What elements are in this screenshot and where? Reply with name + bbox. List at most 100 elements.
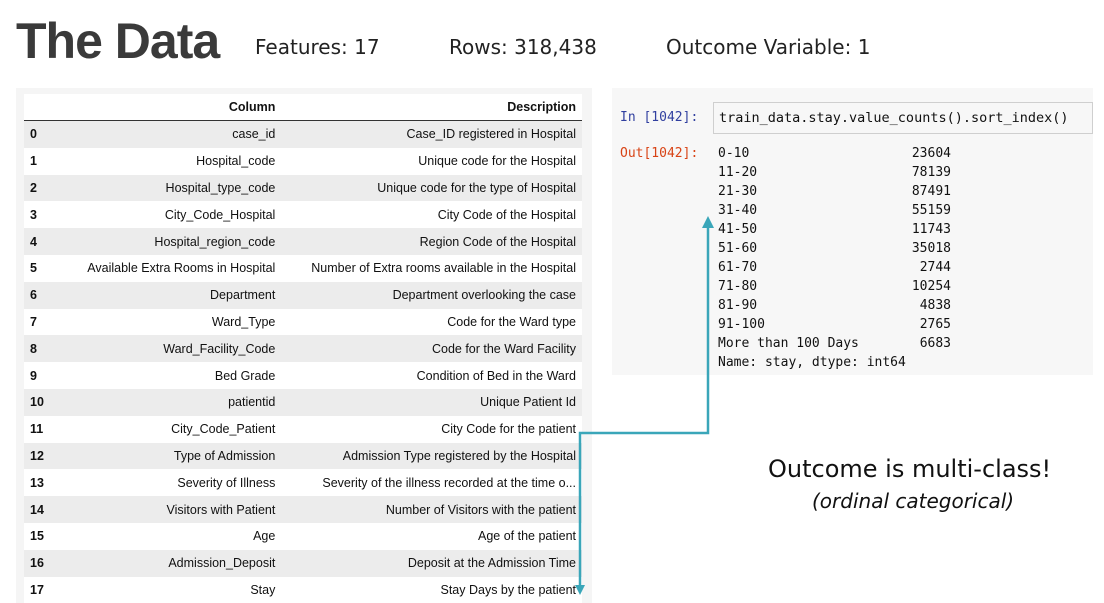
column-name-cell: case_id: [64, 120, 282, 148]
stay-count: 87491: [911, 184, 951, 199]
description-cell: Stay Days by the patient: [281, 576, 582, 603]
description-cell: Unique code for the type of Hospital: [281, 174, 582, 202]
stay-category: 41-50: [718, 222, 758, 237]
stay-count: 23604: [911, 146, 951, 161]
stay-count: 55159: [911, 203, 951, 218]
features-count: Features: 17: [255, 35, 380, 59]
output-line: 21-30 87491: [718, 182, 951, 201]
description-cell: Region Code of the Hospital: [281, 228, 582, 255]
column-name-cell: City_Code_Patient: [64, 415, 282, 443]
description-cell: Deposit at the Admission Time: [281, 549, 582, 577]
index-header: [24, 94, 64, 121]
column-name-cell: Bed Grade: [64, 362, 282, 389]
column-name-cell: Stay: [64, 576, 282, 603]
column-name-cell: Department: [64, 281, 282, 309]
stay-category: 61-70: [718, 260, 758, 275]
output-line: 61-70 2744: [718, 258, 951, 277]
stay-count: 2744: [919, 260, 951, 275]
input-prompt: In [1042]:: [620, 110, 699, 125]
column-name-cell: Admission_Deposit: [64, 549, 282, 577]
column-name-cell: Available Extra Rooms in Hospital: [64, 254, 282, 282]
description-cell: Code for the Ward type: [281, 308, 582, 336]
column-name-cell: Ward_Facility_Code: [64, 335, 282, 363]
stay-count: 78139: [911, 165, 951, 180]
column-name-cell: Age: [64, 522, 282, 550]
row-index: 4: [24, 228, 64, 255]
stay-category: 51-60: [718, 241, 758, 256]
description-cell: City Code of the Hospital: [281, 201, 582, 229]
description-cell: Department overlooking the case: [281, 281, 582, 309]
row-index: 2: [24, 174, 64, 202]
code-input[interactable]: train_data.stay.value_counts().sort_inde…: [713, 102, 1093, 134]
column-name-cell: Severity of Illness: [64, 469, 282, 497]
outcome-subnote: (ordinal categorical): [812, 489, 1015, 513]
stay-count: 2765: [919, 317, 951, 332]
row-index: 1: [24, 147, 64, 175]
description-cell: Unique code for the Hospital: [281, 147, 582, 175]
row-index: 10: [24, 388, 64, 416]
output-prompt: Out[1042]:: [620, 146, 699, 161]
column-name-cell: Hospital_region_code: [64, 228, 282, 255]
stay-category: 71-80: [718, 279, 758, 294]
table-header-row: Column Description: [24, 94, 582, 121]
stay-category: 0-10: [718, 146, 750, 161]
stay-category: More than 100 Days: [718, 336, 859, 351]
row-index: 3: [24, 201, 64, 229]
stay-count: 4838: [919, 298, 951, 313]
output-line: 0-10 23604: [718, 144, 951, 163]
row-index: 6: [24, 281, 64, 309]
description-cell: City Code for the patient: [281, 415, 582, 443]
output-footer: Name: stay, dtype: int64: [718, 355, 906, 370]
description-cell: Case_ID registered in Hospital: [281, 120, 582, 148]
arrow-line: [575, 220, 710, 595]
stay-count: 10254: [911, 279, 951, 294]
description-cell: Unique Patient Id: [281, 388, 582, 416]
column-name-cell: Visitors with Patient: [64, 496, 282, 523]
row-index: 14: [24, 496, 64, 523]
description-cell: Severity of the illness recorded at the …: [281, 469, 582, 497]
outcome-note: Outcome is multi-class!: [768, 455, 1052, 483]
row-index: 17: [24, 576, 64, 603]
output-line: 71-80 10254: [718, 277, 951, 296]
row-index: 8: [24, 335, 64, 363]
row-index: 13: [24, 469, 64, 497]
row-index: 5: [24, 254, 64, 282]
rows-count: Rows: 318,438: [449, 35, 597, 59]
outcome-variable-count: Outcome Variable: 1: [666, 35, 871, 59]
row-index: 16: [24, 549, 64, 577]
description-cell: Number of Visitors with the patient: [281, 496, 582, 523]
column-name-cell: Ward_Type: [64, 308, 282, 336]
stay-category: 21-30: [718, 184, 758, 199]
column-name-cell: Hospital_type_code: [64, 174, 282, 202]
row-index: 11: [24, 415, 64, 443]
column-name-cell: City_Code_Hospital: [64, 201, 282, 229]
description-cell: Age of the patient: [281, 522, 582, 550]
arrow-head-top: [702, 216, 714, 228]
row-index: 7: [24, 308, 64, 336]
